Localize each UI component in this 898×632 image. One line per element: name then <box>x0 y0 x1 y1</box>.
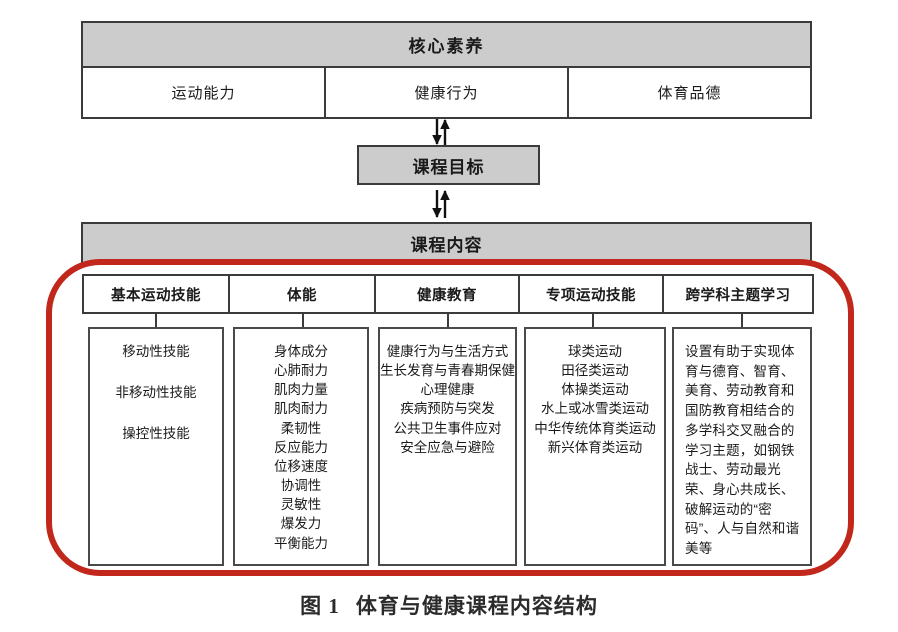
connector-stem-1 <box>302 313 304 328</box>
content-box-specialized-sports-skills: 球类运动 田径类运动 体操类运动 水上或冰雪类运动 中华传统体育类运动 新兴体育… <box>524 327 666 566</box>
content-category-header-4: 跨学科主题学习 <box>662 274 814 314</box>
content-item: 灵敏性 <box>280 497 322 513</box>
core-competency-table: 核心素养 运动能力 健康行为 体育品德 <box>81 21 812 119</box>
double-arrow-core-to-goal-icon <box>432 119 450 145</box>
course-goal-box: 课程目标 <box>357 145 540 185</box>
double-arrow-goal-to-content-icon <box>432 190 450 218</box>
content-category-header-row: 基本运动技能 体能 健康教育 专项运动技能 跨学科主题学习 <box>82 274 818 314</box>
content-item: 肌肉耐力 <box>274 401 328 417</box>
core-competency-cell-1: 健康行为 <box>326 68 569 117</box>
content-item: 移动性技能 <box>122 344 190 359</box>
content-item: 心肺耐力 <box>274 363 328 379</box>
content-item: 水上或冰雪类运动 <box>541 401 649 417</box>
content-item: 新兴体育类运动 <box>547 439 643 455</box>
connector-stem-3 <box>592 313 594 328</box>
core-competency-cell-0: 运动能力 <box>83 68 326 117</box>
content-item: 中华传统体育类运动 <box>534 420 656 436</box>
content-item: 位移速度 <box>274 458 328 474</box>
content-item: 公共卫生事件应对 <box>393 420 502 436</box>
figure-title: 体育与健康课程内容结构 <box>355 594 598 618</box>
content-item: 球类运动 <box>568 344 622 359</box>
connector-stem-0 <box>155 313 157 328</box>
content-category-header-3: 专项运动技能 <box>518 274 664 314</box>
content-item: 协调性 <box>280 478 322 494</box>
content-item: 身体成分 <box>274 344 328 359</box>
connector-stem-4 <box>741 313 743 328</box>
figure-number: 图 1 <box>300 594 340 618</box>
content-category-header-2: 健康教育 <box>374 274 520 314</box>
content-item: 疾病预防与突发 <box>400 401 495 417</box>
content-item: 安全应急与避险 <box>400 439 495 455</box>
content-item: 平衡能力 <box>274 535 328 551</box>
content-item: 反应能力 <box>274 439 328 455</box>
content-item: 生长发育与青春期保健 <box>380 363 515 379</box>
content-item: 健康行为与生活方式 <box>386 344 509 359</box>
content-category-header-1: 体能 <box>228 274 376 314</box>
content-item: 体操类运动 <box>561 382 629 398</box>
content-item: 田径类运动 <box>561 363 629 379</box>
core-competency-title: 核心素养 <box>83 23 810 68</box>
content-box-interdisciplinary-themes: 设置有助于实现体育与德育、智育、美育、劳动教育和国防教育相结合的多学科交叉融合的… <box>672 327 812 566</box>
core-competency-cell-2: 体育品德 <box>657 85 722 102</box>
content-item: 肌肉力量 <box>274 382 328 398</box>
course-content-title-bar: 课程内容 <box>81 222 812 265</box>
figure-caption: 图 1 体育与健康课程内容结构 <box>0 590 898 620</box>
content-item: 柔韧性 <box>280 420 322 436</box>
content-item: 操控性技能 <box>122 426 190 442</box>
content-category-header-0: 基本运动技能 <box>82 274 230 314</box>
content-item: 心理健康 <box>420 382 475 398</box>
content-box-basic-motor-skills: 移动性技能 非移动性技能 操控性技能 <box>88 327 224 566</box>
content-item: 非移动性技能 <box>115 385 197 401</box>
content-box-physical-fitness: 身体成分 心肺耐力 肌肉力量 肌肉耐力 柔韧性 反应能力 位移速度 协调性 灵敏… <box>233 327 369 566</box>
connector-stem-2 <box>447 313 449 328</box>
content-box-health-education: 健康行为与生活方式 生长发育与青春期保健 心理健康 疾病预防与突发 公共卫生事件… <box>378 327 517 566</box>
core-competency-cells: 运动能力 健康行为 体育品德 <box>83 68 810 117</box>
content-item: 爆发力 <box>280 516 322 532</box>
